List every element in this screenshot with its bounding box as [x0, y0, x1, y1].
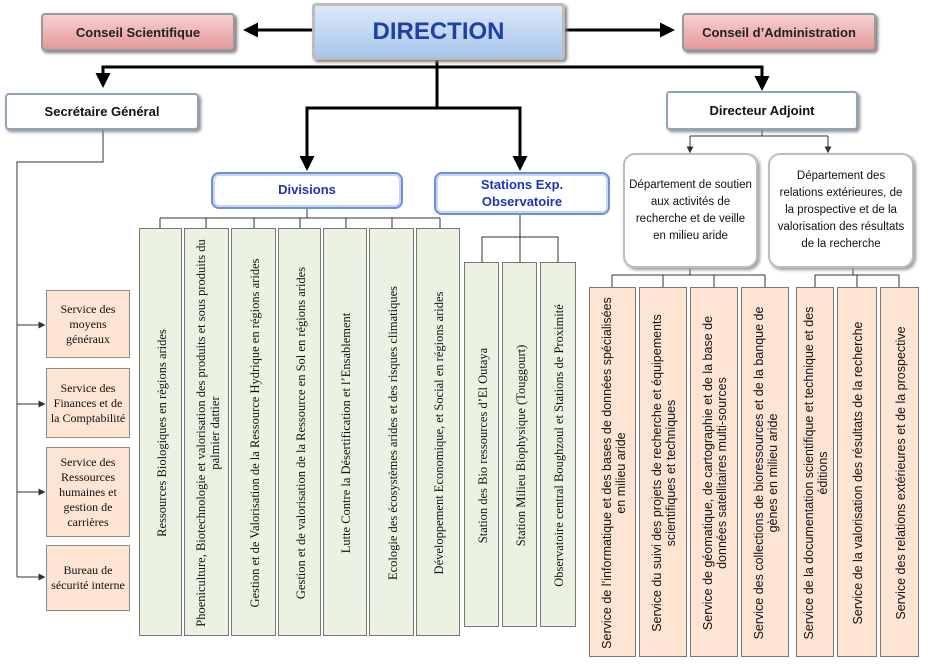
departement-service-column: Service des collections de bioressources…	[741, 287, 789, 657]
departement-service-label: Service de géomatique, de cartographie e…	[701, 315, 729, 631]
station-column: Observatoire central Boughzoul et Statio…	[540, 262, 576, 627]
conseil-administration-box: Conseil d’Administration	[682, 13, 876, 51]
division-label: Ecologie des écosystèmes arides et des r…	[385, 286, 400, 581]
departement-service-label: Service de la valorisation des résultats…	[851, 321, 865, 625]
station-column: Station des Bio ressources d’El Outaya	[464, 262, 499, 627]
division-column: Gestion et de Valorisation de la Ressour…	[231, 228, 276, 636]
secretaire-general-box: Secrétaire Général	[5, 93, 199, 130]
division-column: Développement Economique, et Social en r…	[416, 228, 460, 636]
stations-box: Stations Exp. Observatoire	[434, 172, 610, 215]
division-label: Ressources Biologiques en régions arides	[154, 329, 169, 537]
departement-service-label: Service du suivi des projets de recherch…	[650, 314, 678, 632]
departement-service-label: Service de l’informatique et des bases d…	[599, 297, 628, 649]
division-label: Gestion et de valorisation de la Ressour…	[293, 266, 308, 600]
directeur-adjoint-box: Directeur Adjoint	[666, 91, 858, 130]
departement-relations-box: Département des relations extérieures, d…	[768, 153, 914, 268]
division-label: Phoeniculture, Biotechnologie et valoris…	[193, 239, 222, 627]
divisions-box: Divisions	[211, 172, 403, 209]
direction-label: DIRECTION	[372, 17, 505, 45]
division-column: Ressources Biologiques en régions arides	[139, 228, 182, 636]
direction-box: DIRECTION	[312, 3, 565, 60]
service-ressources-humaines: Service des Ressources humaines et gesti…	[46, 447, 130, 537]
departement-soutien-box: Département de soutien aux activités de …	[623, 153, 758, 268]
bureau-securite-interne: Bureau de sécurité interne	[46, 545, 130, 611]
departement-service-label: Service des relations extérieures et de …	[893, 326, 908, 620]
service-moyens-generaux: Service des moyens généraux	[46, 290, 130, 358]
departement-service-column: Service du suivi des projets de recherch…	[639, 287, 687, 657]
departement-service-column: Service de la valorisation des résultats…	[837, 287, 877, 657]
departement-service-column: Service des relations extérieures et de …	[880, 287, 919, 657]
division-column: Phoeniculture, Biotechnologie et valoris…	[184, 228, 229, 636]
divisions-label: Divisions	[278, 182, 336, 198]
departement-service-label: Service de la documentation scientifique…	[802, 306, 830, 640]
division-column: Ecologie des écosystèmes arides et des r…	[369, 228, 414, 636]
departement-service-column: Service de l’informatique et des bases d…	[589, 287, 636, 657]
departement-relations-label: Département des relations extérieures, d…	[777, 170, 905, 250]
departement-service-column: Service de géomatique, de cartographie e…	[690, 287, 738, 657]
departement-service-label: Service des collections de bioressources…	[752, 306, 780, 640]
division-column: Lutte Contre la Désertification et l’Ens…	[323, 228, 367, 636]
stations-label: Stations Exp. Observatoire	[480, 176, 564, 209]
departement-soutien-label: Département de soutien aux activités de …	[629, 178, 752, 242]
mid-bus	[305, 106, 522, 165]
top-bus	[101, 65, 764, 83]
conseil-scientifique-box: Conseil Scientifique	[41, 13, 235, 51]
directeur-adjoint-label: Directeur Adjoint	[709, 103, 815, 118]
conseil-administration-label: Conseil d’Administration	[702, 24, 856, 40]
division-label: Gestion et de Valorisation de la Ressour…	[247, 258, 262, 608]
division-label: Développement Economique, et Social en r…	[432, 291, 446, 575]
station-label: Station Milieu Biophysique (Touggourt)	[513, 344, 528, 547]
station-label: Station des Bio ressources d’El Outaya	[475, 347, 490, 544]
station-column: Station Milieu Biophysique (Touggourt)	[502, 262, 537, 627]
station-label: Observatoire central Boughzoul et Statio…	[552, 304, 566, 587]
division-column: Gestion et de valorisation de la Ressour…	[278, 228, 321, 636]
division-label: Lutte Contre la Désertification et l’Ens…	[339, 312, 353, 554]
secretaire-general-label: Secrétaire Général	[44, 104, 160, 119]
conseil-scientifique-label: Conseil Scientifique	[75, 24, 201, 40]
service-finances: Service des Finances et de la Comptabili…	[46, 368, 130, 438]
departement-service-column: Service de la documentation scientifique…	[796, 287, 834, 657]
